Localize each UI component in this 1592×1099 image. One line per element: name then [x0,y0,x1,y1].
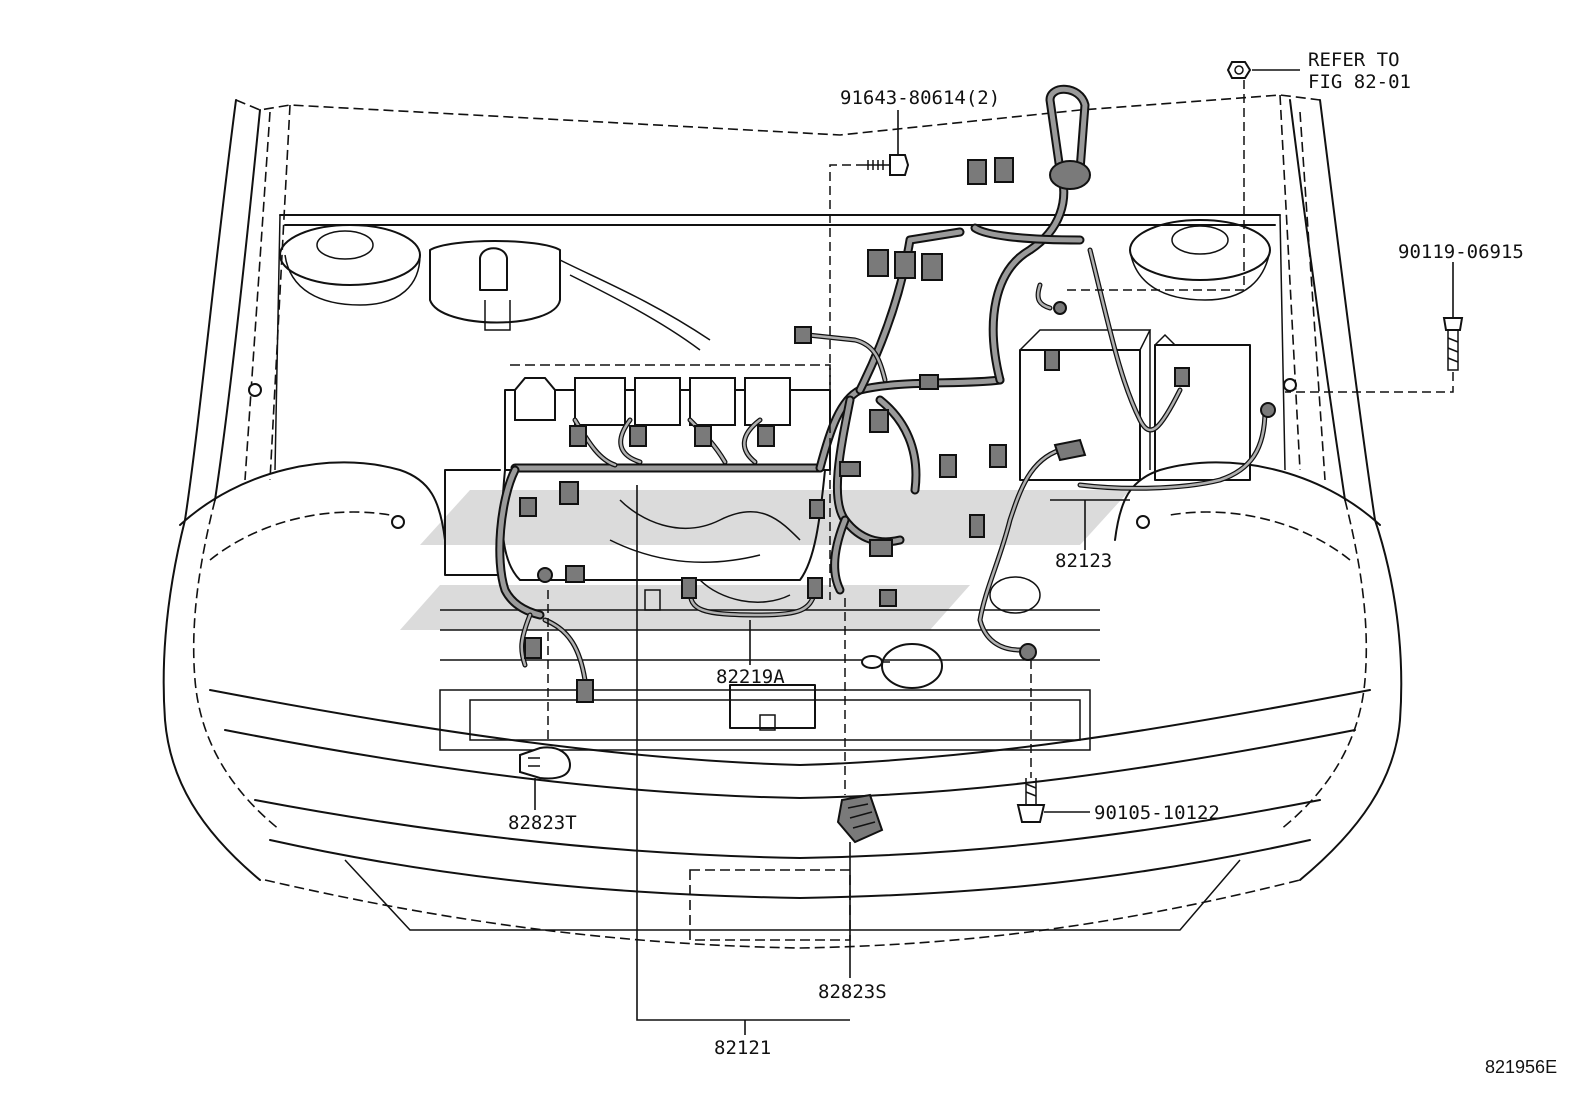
bolt-90119-06915 [1442,317,1464,371]
bolt-90105-10122 [1016,778,1046,823]
callout-90105-10122: 90105-10122 [1094,802,1220,824]
brake-reservoir [429,240,711,351]
connector-82823S [836,793,884,844]
callout-refer-to-line1: REFER TO [1308,49,1400,71]
connector-82823T [519,746,572,780]
watermark-logo [400,490,1130,630]
callout-labels: 91643-80614(2) REFER TO FIG 82-01 90119-… [508,49,1557,1077]
small-wires [519,247,1268,683]
harness-connectors [519,157,1276,703]
figure-code: 821956E [1485,1057,1557,1077]
strut-towers [248,219,1297,529]
callout-91643-80614: 91643-80614(2) [840,87,1000,109]
leader-lines [534,69,1454,1035]
vehicle-body-outline [162,94,1403,949]
callout-82823S: 82823S [818,981,887,1003]
nut-refer-fig [1226,61,1252,79]
callout-82123: 82123 [1055,550,1112,572]
callout-82219A: 82219A [716,666,785,688]
bolt-91643-80614 [865,154,910,176]
engine-block [444,329,1251,731]
callout-82823T: 82823T [508,812,577,834]
callout-90119-06915: 90119-06915 [1398,241,1524,263]
callout-82121: 82121 [714,1037,771,1059]
callout-refer-to-line2: FIG 82-01 [1308,71,1411,93]
